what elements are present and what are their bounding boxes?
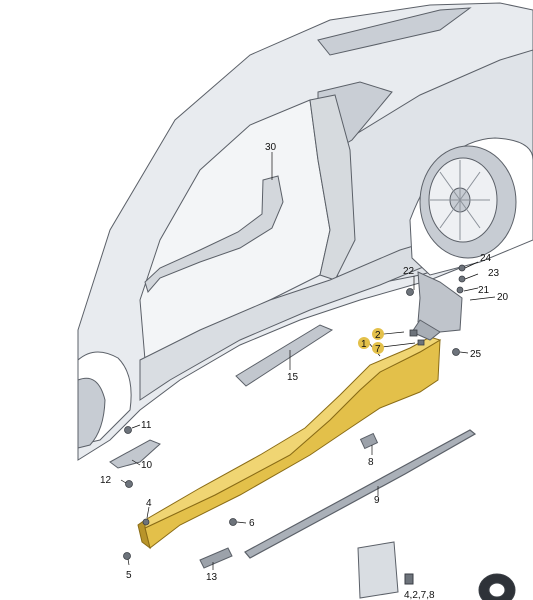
part-9-trim-strip [244, 429, 477, 559]
screw-icon [458, 275, 466, 283]
label-8: 8 [368, 457, 374, 468]
label-2-badge [372, 328, 384, 340]
label-20: 20 [497, 292, 509, 303]
part-small-clip [404, 573, 414, 585]
screw-icon [125, 480, 133, 488]
screw-icon [124, 426, 132, 434]
label-2: 2 [375, 330, 381, 341]
package-bag [357, 541, 399, 599]
label-25: 25 [470, 349, 482, 360]
clip-icon [409, 329, 418, 337]
part-13-pad [199, 547, 233, 569]
leader-lines [120, 152, 496, 570]
label-6: 6 [249, 518, 255, 529]
screw-icon [458, 264, 466, 272]
clip-icon [417, 339, 425, 346]
label-24: 24 [480, 253, 492, 264]
part-8-pad [359, 432, 379, 450]
roof-glass [317, 7, 472, 56]
label-9: 9 [374, 495, 380, 506]
label-22: 22 [403, 266, 415, 277]
screw-icon [229, 518, 237, 526]
screw-icon [456, 286, 464, 294]
part-30-pillar-trim [144, 175, 284, 294]
part-labels: 30 1 2 7 22 24 23 21 20 25 15 11 10 12 8… [100, 142, 509, 600]
fasteners [123, 264, 466, 560]
screw-icon [452, 348, 460, 356]
label-7: 7 [375, 344, 381, 355]
label-5: 5 [126, 570, 132, 581]
part-15-sill-strip [235, 324, 334, 387]
label-1: 1 [361, 339, 367, 350]
side-skirt-end [137, 519, 151, 550]
screw-icon [406, 288, 414, 296]
tape-roll [478, 573, 516, 600]
label-11: 11 [141, 420, 152, 431]
front-wheel [77, 377, 106, 449]
part-10-bracket [109, 439, 161, 469]
label-13: 13 [206, 572, 218, 583]
label-7-badge [372, 342, 384, 354]
label-1-badge [358, 337, 370, 349]
screw-icon [142, 518, 150, 526]
part-20-bracket [411, 271, 463, 341]
screw-icon [123, 552, 131, 560]
label-4278: 4,2,7,8 [404, 590, 435, 600]
label-15: 15 [287, 372, 299, 383]
label-21: 21 [478, 285, 490, 296]
label-10: 10 [141, 460, 153, 471]
rear-wheel [419, 145, 517, 259]
label-12: 12 [100, 475, 112, 486]
label-30: 30 [265, 142, 277, 153]
label-23: 23 [488, 268, 500, 279]
label-4: 4 [146, 498, 152, 509]
